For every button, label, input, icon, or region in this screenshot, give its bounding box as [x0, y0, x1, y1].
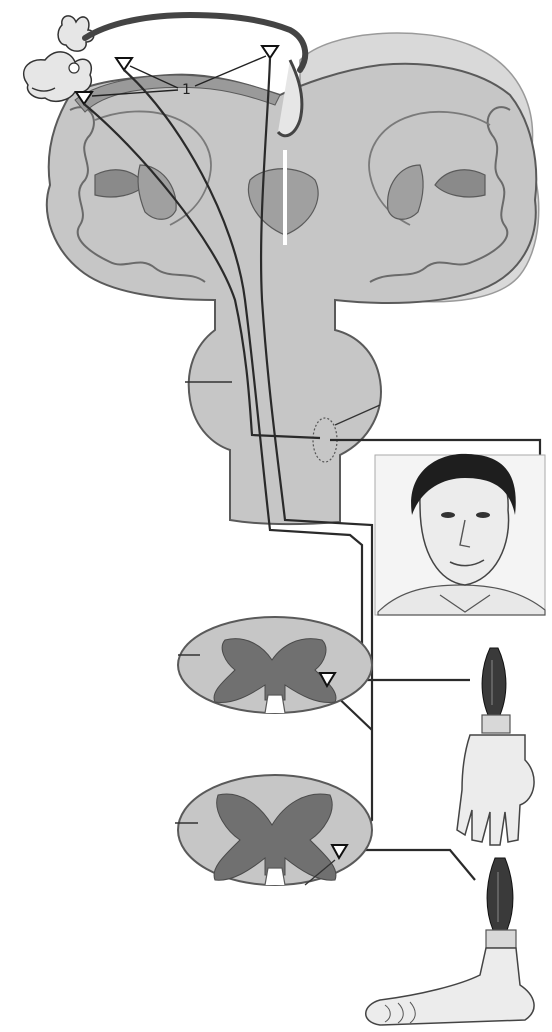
shin-stump: [486, 930, 516, 948]
hand-icon: [457, 735, 534, 845]
cervical-cord-anterior-fissure: [265, 695, 285, 713]
lumbar-spinal-cord: [175, 775, 372, 885]
foot-icon: [366, 948, 534, 1025]
arm-effector: [457, 648, 534, 845]
cervical-spinal-cord: [178, 617, 372, 713]
left-eye-icon: [441, 512, 455, 518]
homunculus-marker: [69, 63, 79, 73]
forearm-stump: [482, 715, 510, 733]
upper-motor-neuron-arm: [116, 58, 132, 70]
muscle-icon-leg: [487, 858, 513, 930]
face-panel: [375, 454, 545, 615]
lumbar-motor-nerve: [345, 850, 475, 880]
right-eye-icon: [476, 512, 490, 518]
lumbar-cord-anterior-fissure: [265, 868, 285, 885]
leg-effector: [366, 858, 534, 1025]
cortex-marker-label: 1: [182, 82, 191, 98]
muscle-icon: [482, 648, 506, 715]
